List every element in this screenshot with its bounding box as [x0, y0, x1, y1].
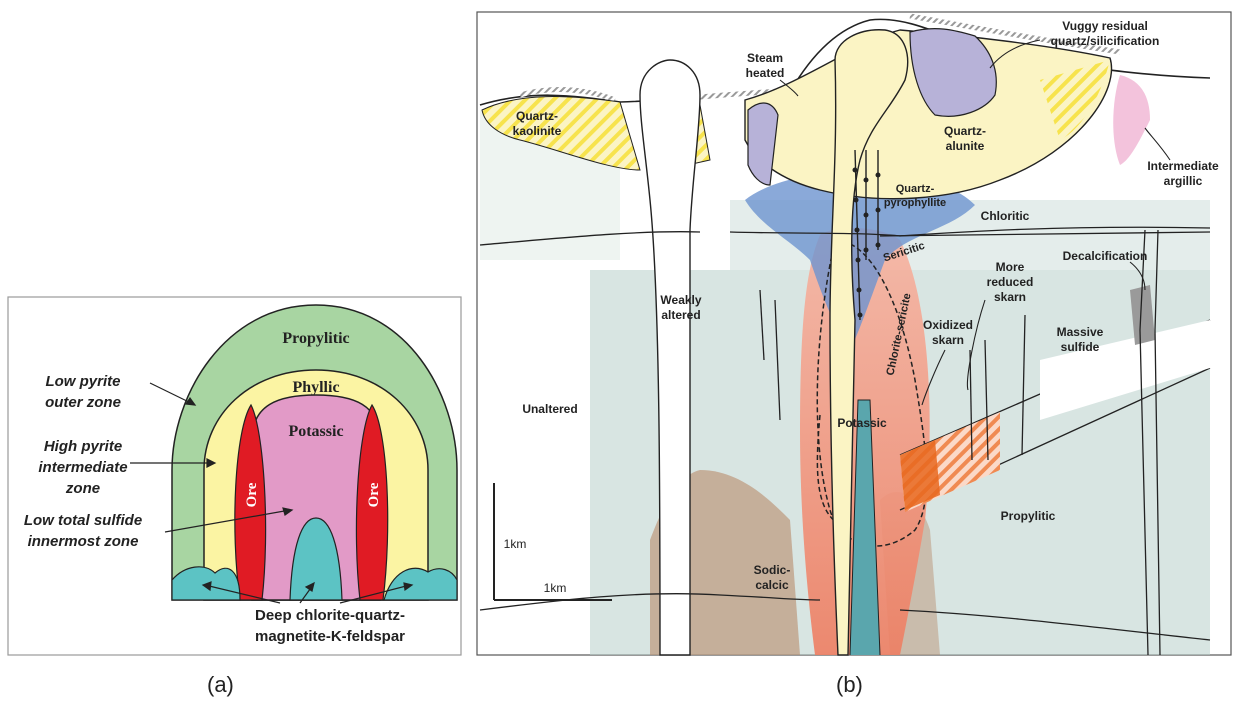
label-potassic-a: Potassic	[288, 423, 343, 440]
annot-high-pyrite-1: High pyrite	[44, 438, 122, 455]
annot-low-sulfide-1: Low total sulfide	[24, 512, 142, 529]
label-massive-sulfide-1: Massive	[1057, 325, 1104, 339]
annot-low-pyrite-1: Low pyrite	[45, 373, 120, 390]
label-reduced-skarn-3: skarn	[994, 290, 1026, 304]
label-oxidized-skarn-2: skarn	[932, 333, 964, 347]
label-quartz-alunite-1: Quartz-	[944, 124, 986, 138]
annot-low-sulfide-2: innermost zone	[28, 533, 139, 550]
label-weakly-altered-2: altered	[661, 308, 700, 322]
label-propylitic-b: Propylitic	[1001, 509, 1056, 523]
caption-a: (a)	[207, 672, 234, 698]
label-pyrophyllite-2: pyrophyllite	[884, 197, 946, 209]
caption-b: (b)	[836, 672, 863, 698]
label-quartz-kaolinite-1: Quartz-	[516, 109, 558, 123]
label-steam-1: Steam	[747, 51, 783, 65]
label-propylitic-a: Propylitic	[282, 330, 349, 347]
label-potassic-b: Potassic	[837, 416, 887, 430]
label-sodic-calcic-1: Sodic-	[754, 563, 791, 577]
annot-high-pyrite-2: intermediate	[38, 459, 127, 476]
label-vuggy-1: Vuggy residual	[1062, 19, 1148, 33]
annot-low-pyrite-2: outer zone	[45, 394, 121, 411]
label-oxidized-skarn-1: Oxidized	[923, 318, 973, 332]
label-quartz-kaolinite-2: kaolinite	[513, 124, 562, 138]
label-quartz-alunite-2: alunite	[946, 139, 985, 153]
label-phyllic-a: Phyllic	[292, 379, 339, 396]
label-argillic-2: argillic	[1164, 174, 1203, 188]
label-massive-sulfide-2: sulfide	[1061, 340, 1100, 354]
label-argillic-1: Intermediate	[1147, 159, 1219, 173]
label-scale-vertical: 1km	[504, 537, 527, 551]
label-scale-horizontal: 1km	[544, 581, 567, 595]
label-vuggy-2: quartz/silicification	[1051, 34, 1160, 48]
annot-high-pyrite-3: zone	[65, 480, 100, 497]
panel-b: Vuggy residual quartz/silicification Ste…	[477, 12, 1231, 655]
label-unaltered: Unaltered	[522, 402, 577, 416]
annot-deep-2: magnetite-K-feldspar	[255, 628, 405, 645]
annot-deep-1: Deep chlorite-quartz-	[255, 607, 405, 624]
label-ore-right: Ore	[366, 482, 382, 507]
label-pyrophyllite-1: Quartz-	[896, 183, 935, 195]
label-sodic-calcic-2: calcic	[755, 578, 789, 592]
panel-a: Propylitic Phyllic Potassic Ore Ore Low …	[8, 297, 461, 655]
label-steam-2: heated	[746, 66, 785, 80]
label-reduced-skarn-2: reduced	[987, 275, 1034, 289]
label-reduced-skarn-1: More	[996, 260, 1025, 274]
label-ore-left: Ore	[244, 482, 260, 507]
label-chloritic: Chloritic	[981, 209, 1030, 223]
label-decalcification: Decalcification	[1063, 249, 1148, 263]
label-weakly-altered-1: Weakly	[660, 293, 701, 307]
